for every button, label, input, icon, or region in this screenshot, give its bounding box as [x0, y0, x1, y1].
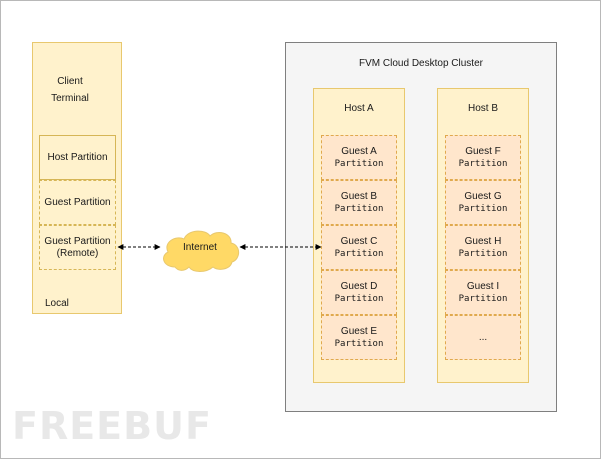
- guest-b-line1: Guest B: [340, 191, 378, 202]
- internet-cloud-icon: [163, 230, 240, 272]
- guest-e-line2: Partition: [334, 339, 384, 349]
- local-label: Local: [45, 298, 69, 309]
- host-partition-box: [39, 135, 116, 180]
- guest-g-line2: Partition: [458, 204, 508, 214]
- guest-i-line2: Partition: [458, 294, 508, 304]
- guest-h-box: [445, 225, 521, 270]
- guest-partition-label: Guest Partition: [44, 197, 111, 208]
- guest-f-box: [445, 135, 521, 180]
- guest-e-line1: Guest E: [340, 326, 378, 337]
- cluster-title: FVM Cloud Desktop Cluster: [359, 58, 483, 69]
- host-b-title: Host B: [467, 103, 498, 114]
- watermark: FREEBUF: [12, 404, 212, 448]
- internet-label: Internet: [183, 242, 217, 253]
- guest-b-line2: Partition: [334, 204, 384, 214]
- guest-b-box: [321, 180, 397, 225]
- guest-partition-remote-line1: Guest Partition: [44, 236, 111, 247]
- guest-i-box: [445, 270, 521, 315]
- client-title-line2: Terminal: [51, 93, 89, 104]
- client-title-line1: Client: [57, 76, 83, 87]
- guest-e-box: [321, 315, 397, 360]
- guest-g-line1: Guest G: [464, 191, 502, 202]
- guest-d-box: [321, 270, 397, 315]
- guest-h-line2: Partition: [458, 249, 508, 259]
- guest-partition-remote-line2: (Remote): [56, 248, 99, 259]
- guest-c-line1: Guest C: [340, 236, 378, 247]
- guest-partition-box: [39, 180, 116, 225]
- guest-f-line1: Guest F: [465, 146, 501, 157]
- guest-i-line1: Guest I: [466, 281, 500, 292]
- guest-d-line2: Partition: [334, 294, 384, 304]
- guest-g-box: [445, 180, 521, 225]
- guest-f-line2: Partition: [458, 159, 508, 169]
- guest-a-line1: Guest A: [341, 146, 377, 157]
- guest-partition-remote-box: [39, 225, 116, 270]
- guest-c-line2: Partition: [334, 249, 384, 259]
- host-partition-label: Host Partition: [47, 152, 108, 163]
- guest-d-line1: Guest D: [340, 281, 378, 292]
- guest-h-line1: Guest H: [464, 236, 502, 247]
- guest-more-label: ...: [478, 332, 488, 343]
- guest-a-line2: Partition: [334, 159, 384, 169]
- guest-more-box: [445, 315, 521, 360]
- guest-a-box: [321, 135, 397, 180]
- host-a-title: Host A: [344, 103, 374, 114]
